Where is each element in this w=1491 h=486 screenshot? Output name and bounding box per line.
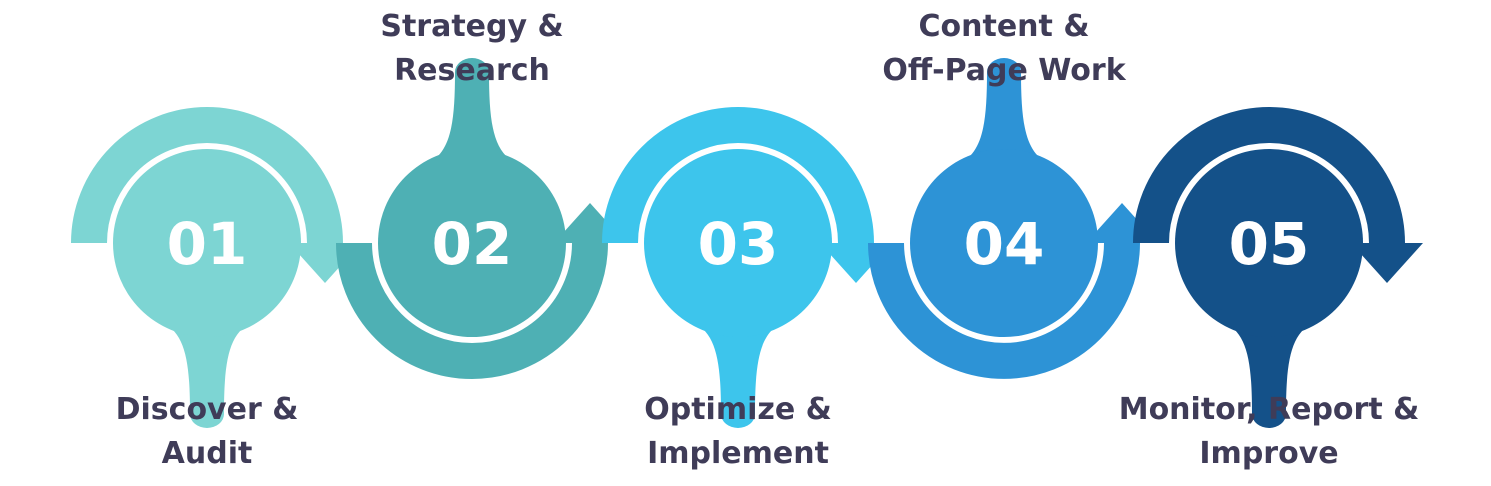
- arcs-layer: [71, 107, 1423, 379]
- step-4-label: Content & Off-Page Work: [882, 9, 1126, 88]
- step-4-stem: [956, 58, 1052, 165]
- step-2-number: 02: [432, 210, 513, 278]
- step-5-circle: [1175, 149, 1363, 337]
- step-4-circle: [910, 149, 1098, 337]
- step-2-label-line-2: Research: [394, 53, 550, 88]
- step-1-label: Discover & Audit: [116, 392, 299, 471]
- step-3-node: 03: [644, 149, 832, 428]
- step-1-node: 01: [113, 149, 301, 428]
- step-5-arc: [1133, 107, 1405, 244]
- step-3-stem: [690, 321, 786, 428]
- step-4-arc: [868, 242, 1140, 379]
- step-3-number: 03: [698, 210, 779, 278]
- step-2-circle: [378, 149, 566, 337]
- step-5-node: 05: [1175, 149, 1363, 428]
- step-5-number: 05: [1229, 210, 1310, 278]
- step-5-label: Monitor, Report & Improve: [1119, 392, 1420, 471]
- nodes-layer: 01 02 03 04 05: [113, 58, 1363, 428]
- step-5-label-line-1: Monitor, Report &: [1119, 392, 1420, 427]
- step-3-label-line-2: Implement: [647, 436, 829, 471]
- step-2-label-line-1: Strategy &: [380, 9, 563, 44]
- step-5-stem: [1221, 321, 1317, 428]
- step-3-arc: [602, 107, 874, 244]
- step-4-label-line-2: Off-Page Work: [882, 53, 1126, 88]
- step-2-stem: [424, 58, 520, 165]
- step-2-arc: [336, 242, 608, 379]
- step-1-stem: [159, 321, 255, 428]
- step-3-circle: [644, 149, 832, 337]
- step-3-label: Optimize & Implement: [644, 392, 832, 471]
- step-3-label-line-1: Optimize &: [644, 392, 832, 427]
- labels-layer: Discover & Audit Strategy & ResearchOptimiz…: [116, 9, 1420, 471]
- step-5-arrowhead: [1351, 243, 1423, 283]
- step-1-label-line-1: Discover &: [116, 392, 299, 427]
- step-4-label-line-1: Content &: [919, 9, 1090, 44]
- step-1-number: 01: [167, 210, 248, 278]
- step-5-label-line-2: Improve: [1199, 436, 1338, 471]
- step-2-label: Strategy & Research: [380, 9, 563, 88]
- step-4-node: 04: [910, 58, 1098, 337]
- step-1-label-line-2: Audit: [162, 436, 253, 471]
- step-1-arc: [71, 107, 343, 244]
- step-4-number: 04: [964, 210, 1045, 278]
- step-1-circle: [113, 149, 301, 337]
- step-2-node: 02: [378, 58, 566, 337]
